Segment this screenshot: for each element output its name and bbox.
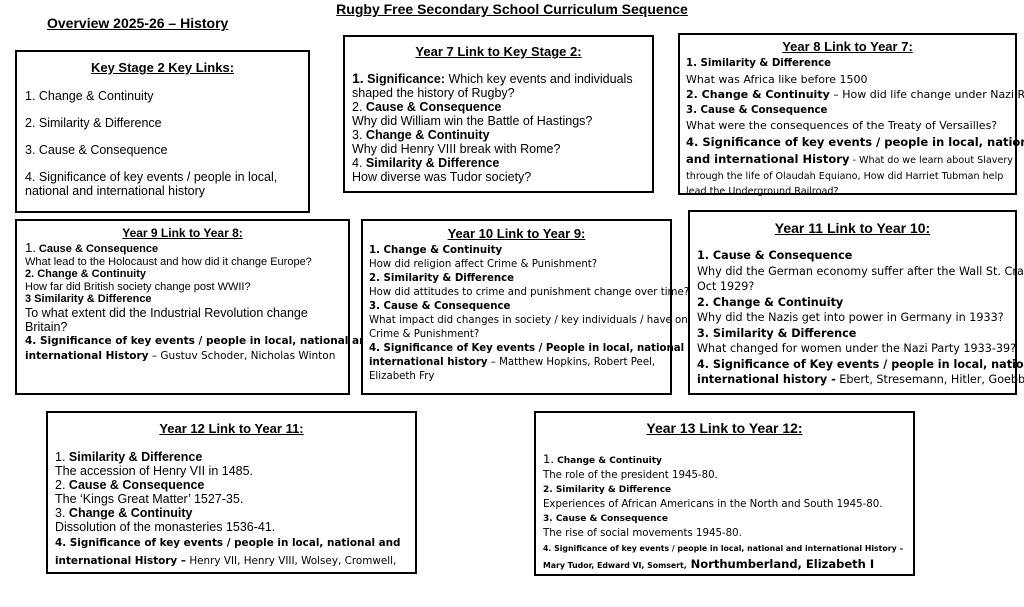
year11-point-4-cont: international history - Ebert, Streseman… [697,373,1024,386]
year12-point-2: 2. Cause & Consequence [55,478,205,492]
year9-point-4-cont: international History – Gustuv Schoder, … [25,349,336,362]
year8-point-3: 3. Cause & Consequence [686,104,828,116]
year7-question-4: How diverse was Tudor society? [352,170,532,184]
year11-point-2: 2. Change & Continuity [697,295,844,309]
year9-question-3: To what extent did the Industrial Revolu… [25,305,308,320]
year7-point-4: 4. Similarity & Difference [352,156,500,170]
year13-point-3: 3. Cause & Consequence [543,514,668,524]
ks2-item-3: 3. Cause & Consequence [25,143,168,157]
year9-point-1: 1. Cause & Consequence [25,240,159,255]
year8-question-4-cont: lead the Underground Railroad? [686,186,839,197]
year13-point-4-names: Mary Tudor, Edward VI, Somsert, Northumb… [543,557,875,571]
year13-box-title: Year 13 Link to Year 12: [646,420,803,436]
year10-box-title: Year 10 Link to Year 9: [447,226,586,241]
year8-box: Year 8 Link to Year 7: 1. Similarity & D… [678,33,1024,197]
year8-point-4-cont: and international History - What do we l… [686,151,1013,166]
document-title: Rugby Free Secondary School Curriculum S… [336,1,688,17]
year10-box: Year 10 Link to Year 9: 1. Change & Cont… [361,219,710,395]
year10-point-1: 1. Change & Continuity [369,245,503,256]
year13-point-1: 1. Change & Continuity [543,452,662,466]
year10-point-3: 3. Cause & Consequence [369,301,511,312]
year11-question-1-cont: Oct 1929? [697,280,755,293]
year8-point-2: 2. Change & Continuity – How did life ch… [686,88,1024,101]
year8-box-title: Year 8 Link to Year 7: [782,39,913,54]
year11-box: Year 11 Link to Year 10: 1. Cause & Cons… [688,210,1024,395]
year10-question-3-cont: Crime & Punishment? [369,329,480,340]
year10-question-2: How did attitudes to crime and punishmen… [369,287,690,298]
year12-point-4: 4. Significance of key events / people i… [55,537,401,549]
year13-box: Year 13 Link to Year 12: 1. Change & Con… [534,411,915,576]
year7-box: Year 7 Link to Key Stage 2: 1. Significa… [343,35,654,193]
year9-point-3: 3 Similarity & Difference [25,293,152,305]
ks2-item-4: 4. Significance of key events / people i… [25,170,278,198]
year7-point-3: 3. Change & Continuity [352,128,490,142]
year7-box-title: Year 7 Link to Key Stage 2: [415,44,582,59]
year7-point-2: 2. Cause & Consequence [352,100,502,114]
year11-point-4: 4. Significance of Key events / people i… [697,357,1024,371]
year13-point-4: 4. Significance of key events / people i… [543,544,904,553]
year8-question-1: What was Africa like before 1500 [686,72,868,86]
year7-question-3: Why did Henry VIII break with Rome? [352,142,561,156]
year11-point-1: 1. Cause & Consequence [697,249,853,262]
year8-point-1: 1. Similarity & Difference [686,58,832,69]
year10-question-3: What impact did changes in society / key… [369,315,688,326]
year12-box-title: Year 12 Link to Year 11: [159,421,304,436]
overview-heading: Overview 2025-26 – History [47,15,229,31]
year9-point-4: 4. Significance of key events / people i… [25,334,375,347]
year12-point-4-cont: international History – Henry VII, Henry… [55,555,397,567]
year13-question-2: Experiences of African Americans in the … [543,498,883,510]
year8-question-3: What were the consequences of the Treaty… [686,119,998,132]
year7-point-1-cont: shaped the history of Rugby? [352,86,515,100]
year12-point-3: 3. Change & Continuity [55,506,193,520]
year10-question-1: How did religion affect Crime & Punishme… [369,259,598,270]
year12-question-3: Dissolution of the monasteries 1536-41. [55,520,276,534]
year9-question-2: How far did British society change post … [25,280,251,293]
year11-box-title: Year 11 Link to Year 10: [774,220,931,236]
year11-question-1: Why did the German economy suffer after … [697,264,1024,278]
year11-question-3: What changed for women under the Nazi Pa… [697,342,1017,355]
year13-question-3: The rise of social movements 1945-80. [543,527,742,539]
year10-point-4: 4. Significance of Key events / People i… [369,343,710,354]
year10-point-4-cont: international history – Matthew Hopkins,… [369,357,656,368]
year8-point-4: 4. Significance of key events / people i… [686,134,1024,149]
year9-question-3-cont: Britain? [25,319,68,334]
year9-box-title: Year 9 Link to Year 8: [122,226,243,240]
year9-box: Year 9 Link to Year 8: 1. Cause & Conseq… [15,219,375,395]
year7-question-2: Why did William win the Battle of Hastin… [352,114,593,128]
year7-point-1: 1. Significance: Which key events and in… [352,70,633,86]
year13-question-1: The role of the president 1945-80. [543,469,718,481]
ks2-box-title: Key Stage 2 Key Links: [90,60,235,75]
year10-point-4-names: Elizabeth Fry [369,371,435,382]
ks2-item-1: 1. Change & Continuity [25,89,154,103]
ks2-item-2: 2. Similarity & Difference [25,116,162,130]
ks2-links-box: Key Stage 2 Key Links: 1. Change & Conti… [15,50,310,213]
year11-question-2: Why did the Nazis get into power in Germ… [697,311,1004,324]
year12-question-2: The ‘Kings Great Matter’ 1527-35. [55,492,244,506]
year8-question-4: through the life of Olaudah Equiano, How… [686,170,1004,182]
year11-point-3: 3. Similarity & Difference [697,326,857,340]
year10-point-2: 2. Similarity & Difference [369,273,515,284]
year9-question-1: What lead to the Holocaust and how did i… [25,255,312,268]
year12-point-1: 1. Similarity & Difference [55,450,203,464]
year12-question-1: The accession of Henry VII in 1485. [55,464,254,478]
year12-box: Year 12 Link to Year 11: 1. Similarity &… [46,411,417,574]
year9-point-2: 2. Change & Continuity [25,268,146,280]
year13-point-2: 2. Similarity & Difference [543,485,672,495]
